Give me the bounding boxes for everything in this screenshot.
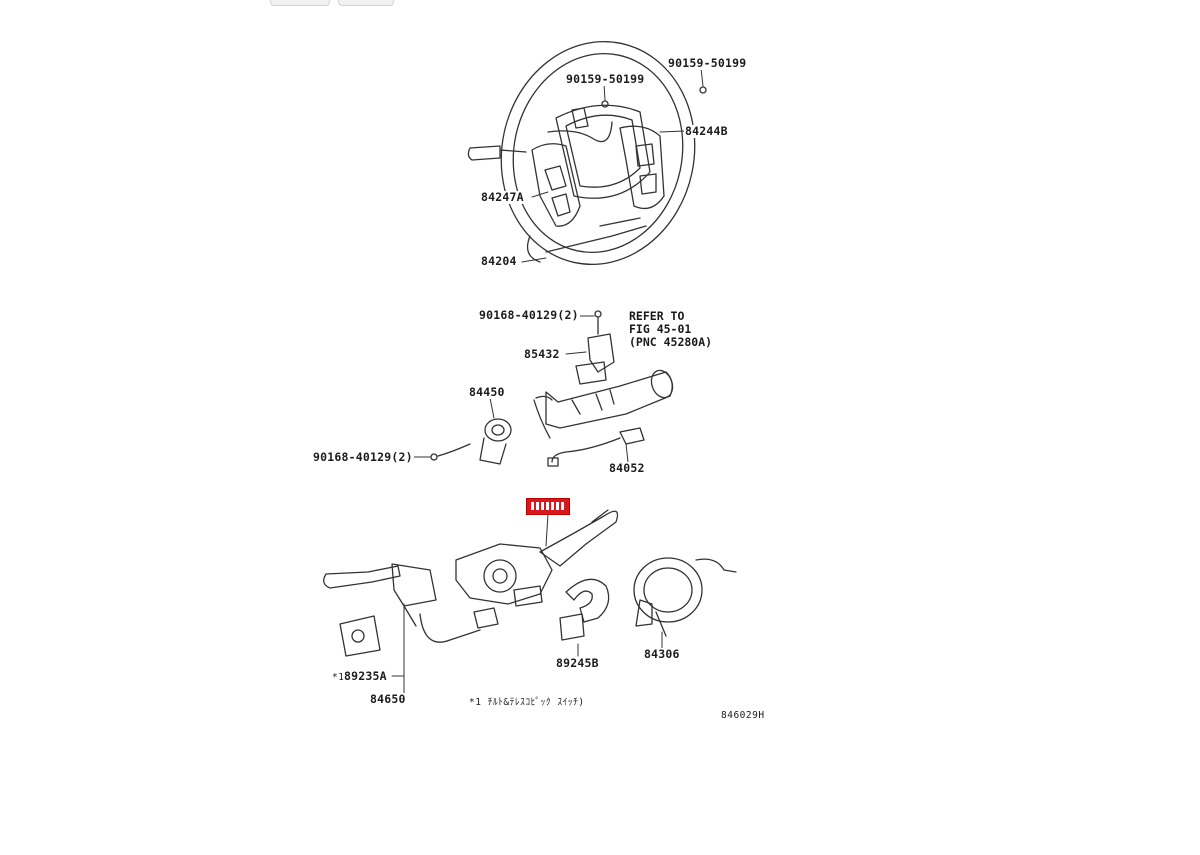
top-tab-button-2[interactable]	[338, 0, 394, 6]
refer-note: REFER TO FIG 45-01 (PNC 45280A)	[629, 310, 712, 349]
refer-line-1: REFER TO	[629, 309, 685, 323]
leader-lines	[391, 67, 704, 695]
steering-column-drawing	[430, 310, 674, 467]
steering-wheel-drawing	[467, 40, 707, 266]
part-label-89245b[interactable]: 89245B	[555, 656, 600, 670]
refer-line-3[interactable]: (PNC 45280A)	[629, 335, 713, 349]
part-label-90168-top[interactable]: 90168-40129(2)	[478, 308, 580, 322]
part-label-84306[interactable]: 84306	[643, 647, 681, 661]
footnote-text: *1 ﾁﾙﾄ&ﾃﾚｽｺﾋﾟｯｸ ｽｲｯﾁ)	[468, 696, 586, 709]
part-label-84450[interactable]: 84450	[468, 385, 506, 399]
part-label-90159-left[interactable]: 90159-50199	[565, 72, 646, 86]
highlighted-part-marker[interactable]	[526, 498, 570, 515]
part-label-84650[interactable]: 84650	[369, 692, 407, 706]
part-label-84204[interactable]: 84204	[480, 254, 518, 268]
part-label-90159-top[interactable]: 90159-50199	[667, 56, 748, 70]
part-label-85432[interactable]: 85432	[523, 347, 561, 361]
refer-line-2[interactable]: FIG 45-01	[629, 322, 692, 336]
figure-id: 846029H	[720, 709, 766, 722]
part-label-89235a[interactable]: 89235A	[343, 669, 388, 683]
part-label-84052[interactable]: 84052	[608, 461, 646, 475]
footnote-marker-label: *1	[331, 671, 346, 684]
part-label-84244b[interactable]: 84244B	[684, 124, 729, 138]
combination-switch-drawing	[323, 509, 737, 657]
top-tab-button-1[interactable]	[270, 0, 330, 6]
part-label-84247a[interactable]: 84247A	[480, 190, 525, 204]
part-label-90168-left[interactable]: 90168-40129(2)	[312, 450, 414, 464]
